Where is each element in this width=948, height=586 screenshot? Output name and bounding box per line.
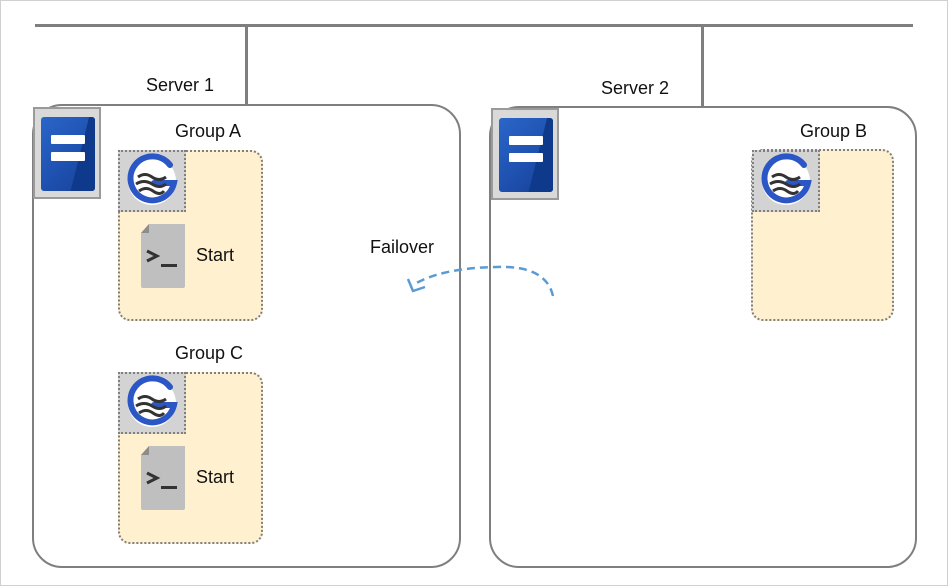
cluster-g-icon	[118, 372, 186, 434]
group-a-start-label: Start	[196, 245, 235, 265]
server-1-label: Server 1	[146, 75, 215, 95]
failover-arrow	[406, 265, 555, 297]
server-icon	[33, 107, 101, 199]
cluster-g-icon	[118, 150, 186, 212]
server-1-connector	[245, 26, 248, 106]
server-2-label: Server 2	[601, 78, 670, 98]
group-c-start-label: Start	[196, 467, 235, 487]
failover-label: Failover	[370, 237, 435, 257]
server-icon	[491, 108, 559, 200]
network-line	[35, 24, 913, 27]
group-a-label: Group A	[175, 121, 242, 141]
script-icon	[141, 224, 185, 288]
group-b-label: Group B	[800, 121, 868, 141]
cluster-g-icon	[752, 150, 820, 212]
script-icon	[141, 446, 185, 510]
group-c-label: Group C	[175, 343, 244, 363]
server-2-connector	[701, 26, 704, 108]
